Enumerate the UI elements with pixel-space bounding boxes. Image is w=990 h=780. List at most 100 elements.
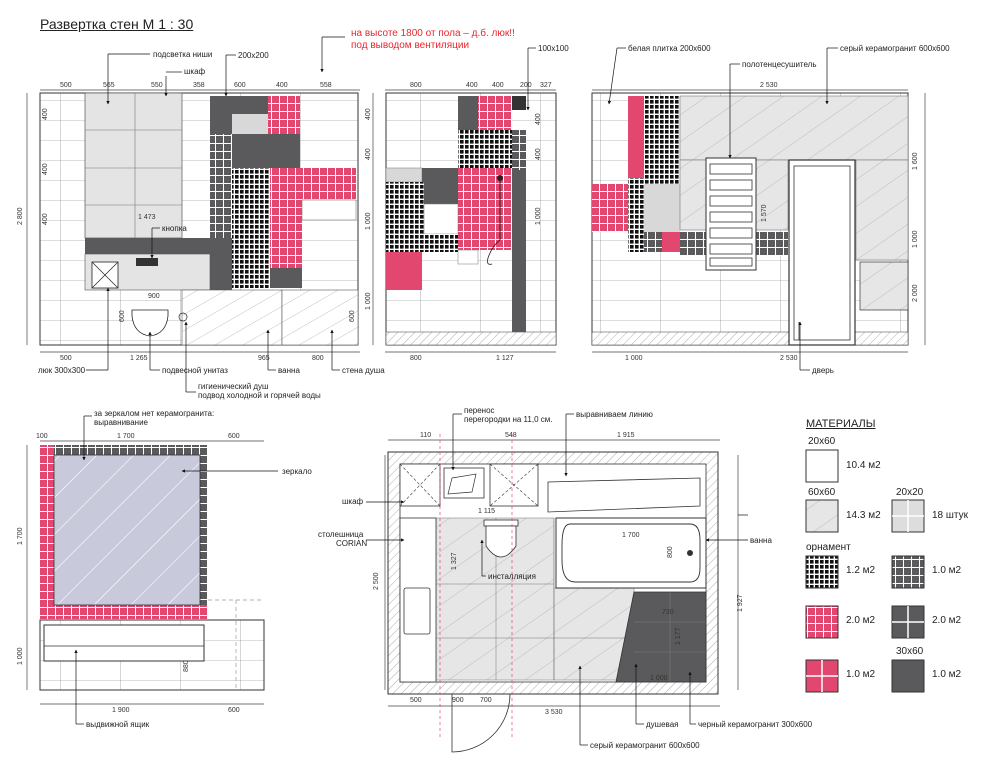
material-value-20x20: 18 штук (932, 510, 968, 521)
materials-header: МАТЕРИАЛЫ (806, 418, 876, 430)
svg-text:2 000: 2 000 (912, 284, 919, 302)
svg-text:1 127: 1 127 (496, 355, 514, 362)
label-hatch: люк 300x300 (38, 366, 86, 375)
label-hygienic-shower-1: гигиенический душ (198, 382, 269, 391)
svg-text:600: 600 (119, 310, 126, 322)
label-cabinet-top: шкаф (184, 67, 206, 76)
svg-text:400: 400 (42, 163, 49, 175)
label-countertop-1: столешница (318, 530, 364, 539)
svg-text:900: 900 (148, 293, 160, 300)
svg-text:400: 400 (535, 113, 542, 125)
svg-text:500: 500 (60, 355, 72, 362)
label-cabinet-plan: шкаф (342, 497, 364, 506)
svg-text:110: 110 (420, 432, 431, 439)
svg-text:1 900: 1 900 (112, 707, 130, 714)
svg-text:600: 600 (228, 707, 240, 714)
svg-text:880: 880 (183, 660, 190, 672)
svg-text:1 915: 1 915 (617, 432, 635, 439)
svg-text:200: 200 (520, 82, 532, 89)
label-towel-dryer: полотенцесушитель (742, 60, 817, 69)
note-hatch-line-1: на высоте 1800 от пола – д.б. люк!! (351, 28, 515, 39)
material-label-60x60: 60x60 (808, 487, 836, 498)
svg-text:400: 400 (42, 108, 49, 120)
label-button: кнопка (162, 224, 187, 233)
svg-text:1 000: 1 000 (365, 212, 372, 230)
svg-text:800: 800 (410, 82, 422, 89)
svg-text:1 600: 1 600 (912, 152, 919, 170)
svg-text:800: 800 (410, 355, 422, 362)
label-partition-2: перегородки на 11,0 см. (464, 415, 553, 424)
svg-text:2 530: 2 530 (760, 82, 778, 89)
label-drawer: выдвижной ящик (86, 720, 150, 729)
svg-text:1 177: 1 177 (675, 627, 682, 645)
svg-text:1 700: 1 700 (622, 532, 640, 539)
svg-text:1 000: 1 000 (625, 355, 643, 362)
label-toilet: подвесной унитаз (162, 366, 228, 375)
svg-text:965: 965 (258, 355, 270, 362)
label-no-porcelain-2: выравнивание (94, 418, 148, 427)
label-tile-200: 200x200 (238, 51, 269, 60)
svg-text:1 700: 1 700 (117, 433, 135, 440)
leader-lines (74, 36, 838, 746)
svg-text:1 570: 1 570 (761, 204, 768, 222)
materials-legend (805, 449, 925, 693)
svg-text:2 530: 2 530 (780, 355, 798, 362)
label-bath-plan: ванна (750, 536, 772, 545)
material-value-30x60: 1.0 м2 (932, 669, 962, 680)
svg-text:1 000: 1 000 (535, 207, 542, 225)
svg-text:600: 600 (228, 433, 240, 440)
svg-text:700: 700 (480, 697, 492, 704)
svg-text:400: 400 (365, 148, 372, 160)
svg-text:550: 550 (151, 82, 163, 89)
svg-text:1 700: 1 700 (17, 527, 24, 545)
svg-text:600: 600 (234, 82, 246, 89)
svg-text:1 000: 1 000 (650, 675, 668, 682)
label-tile-100: 100x100 (538, 44, 569, 53)
label-no-porcelain-1: за зеркалом нет керамогранита: (94, 409, 215, 418)
material-value-dark-tile: 2.0 м2 (932, 615, 962, 626)
svg-text:1 473: 1 473 (138, 214, 156, 221)
label-partition-1: перенос (464, 406, 495, 415)
label-gray-porcelain-plan: серый керамогранит 600x600 (590, 741, 700, 750)
svg-text:400: 400 (492, 82, 504, 89)
label-mirror: зеркало (282, 467, 312, 476)
svg-text:400: 400 (466, 82, 478, 89)
svg-text:327: 327 (540, 82, 552, 89)
svg-text:730: 730 (662, 609, 674, 616)
elevation-3: 2 530 1 000 2 530 1 600 1 000 2 000 1 570 (591, 82, 926, 362)
label-shower-tray: душевая (646, 720, 679, 729)
material-value-dark-mosaic: 1.0 м2 (932, 565, 962, 576)
svg-text:600: 600 (349, 310, 356, 322)
svg-text:500: 500 (60, 82, 72, 89)
label-countertop-2: CORIAN (336, 539, 368, 548)
svg-text:900: 900 (452, 697, 464, 704)
svg-text:400: 400 (42, 213, 49, 225)
svg-text:100: 100 (36, 433, 48, 440)
material-label-ornament: орнамент (806, 542, 851, 553)
label-bath: ванна (278, 366, 300, 375)
material-label-20x60: 20x60 (808, 436, 836, 447)
material-value-pink-tile: 1.0 м2 (846, 669, 876, 680)
label-shower-wall: стена душа (342, 366, 385, 375)
svg-text:1 265: 1 265 (130, 355, 148, 362)
sheet-title: Развертка стен М 1 : 30 (40, 16, 194, 32)
label-niche-light: подсветка ниши (153, 50, 213, 59)
label-align-line: выравниваем линию (576, 410, 653, 419)
svg-text:1 000: 1 000 (912, 230, 919, 248)
material-label-20x20: 20x20 (896, 487, 924, 498)
svg-text:1 000: 1 000 (365, 292, 372, 310)
svg-text:400: 400 (276, 82, 288, 89)
svg-text:1 327: 1 327 (451, 552, 458, 570)
svg-text:358: 358 (193, 82, 205, 89)
material-value-20x60: 10.4 м2 (846, 460, 881, 471)
label-door: дверь (812, 366, 834, 375)
svg-text:400: 400 (365, 108, 372, 120)
material-value-ornament: 1.2 м2 (846, 565, 876, 576)
svg-text:1 115: 1 115 (478, 508, 495, 515)
material-value-60x60: 14.3 м2 (846, 510, 881, 521)
